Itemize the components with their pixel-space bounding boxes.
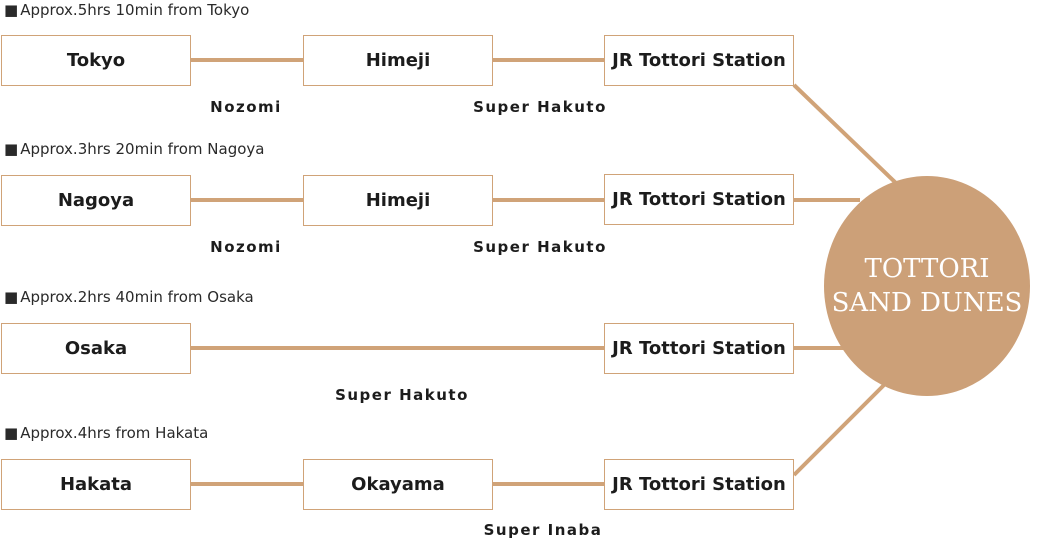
route-3-heading: ■Approx.2hrs 40min from Osaka [4,288,254,306]
route-2-origin-station: Nagoya [1,175,191,226]
route-2-destination-station: JR Tottori Station [604,174,794,225]
route-1-origin-station: Tokyo [1,35,191,86]
route-2-train-2-label: Super Hakuto [473,238,607,256]
route-1-heading: ■Approx.5hrs 10min from Tokyo [4,1,250,19]
destination-title-line-1: TOTTORI [864,254,990,284]
route-2-train-1-label: Nozomi [210,238,282,256]
route-2-heading: ■Approx.3hrs 20min from Nagoya [4,140,265,158]
route-1-to-dunes-line [792,83,900,187]
destination-title-line-2: SAND DUNES [831,288,1023,318]
route-1-destination-station: JR Tottori Station [604,35,794,86]
route-2-transfer-station: Himeji [303,175,493,226]
route-4-origin-station: Hakata [1,459,191,510]
route-1-train-1-label: Nozomi [210,98,282,116]
route-1-transfer-station: Himeji [303,35,493,86]
route-4-train-label: Super Inaba [483,521,603,539]
square-bullet-icon: ■ [4,140,19,158]
tottori-sand-dunes-circle: TOTTORI SAND DUNES [824,176,1030,396]
route-4-to-dunes-line [792,383,886,477]
square-bullet-icon: ■ [4,288,19,306]
route-4-destination-station: JR Tottori Station [604,459,794,510]
route-3-origin-station: Osaka [1,323,191,374]
route-4-heading: ■Approx.4hrs from Hakata [4,424,209,442]
route-4-transfer-station: Okayama [303,459,493,510]
square-bullet-icon: ■ [4,1,19,19]
route-1-train-2-label: Super Hakuto [473,98,607,116]
square-bullet-icon: ■ [4,424,19,442]
route-3-destination-station: JR Tottori Station [604,323,794,374]
route-3-train-label: Super Hakuto [335,386,469,404]
